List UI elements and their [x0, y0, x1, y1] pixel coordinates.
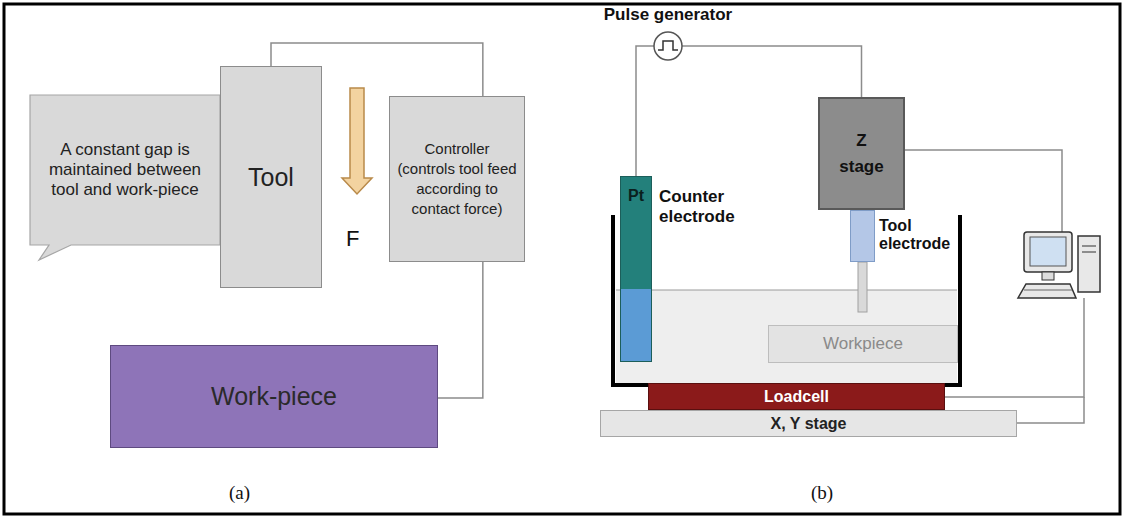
liquid-surface — [616, 290, 957, 291]
box-text: Work-piece — [211, 382, 337, 411]
box-text: Z stage — [834, 128, 890, 179]
box-text: Tool — [248, 163, 294, 192]
tool-rod — [858, 262, 867, 312]
box-text: X, Y stage — [771, 415, 847, 433]
wire — [945, 298, 1084, 397]
frame-border — [4, 4, 1120, 514]
part-label: Tool electrode — [879, 217, 959, 253]
box-text: Pulse generator — [604, 5, 733, 25]
xy-stage: X, Y stage — [600, 410, 1017, 437]
pulse-generator: Pulse generator — [588, 2, 748, 64]
tool-box: Tool — [220, 66, 322, 288]
wire — [438, 262, 483, 398]
workpiece-block: Work-piece — [110, 345, 438, 448]
workpiece-block: Workpiece — [768, 325, 958, 363]
z-stage: Z stage — [818, 97, 905, 210]
loadcell: Loadcell — [648, 383, 945, 410]
tank — [613, 215, 960, 385]
tool-electrode: Tool electrode — [850, 210, 875, 262]
panel-label: (b) — [811, 482, 833, 504]
wire — [682, 46, 862, 97]
computer-icon — [1018, 232, 1100, 298]
force-arrow — [342, 88, 372, 194]
electrolyte — [616, 290, 957, 383]
wire — [905, 150, 1062, 232]
box-text: A constant gap is maintained between too… — [40, 140, 210, 200]
box-text: Workpiece — [823, 334, 903, 354]
force-label: F — [346, 226, 359, 252]
box-text: Loadcell — [764, 388, 829, 406]
counter-electrode: PtCounter electrode — [620, 176, 652, 362]
wire — [1017, 397, 1084, 423]
part-label: Counter electrode — [659, 187, 754, 227]
panel-label: (a) — [229, 482, 250, 504]
box-text: Pt — [628, 187, 644, 205]
wire — [636, 46, 654, 176]
callout-bubble: A constant gap is maintained between too… — [30, 95, 220, 245]
box-text: Controller (controls tool feed according… — [394, 139, 520, 220]
controller-box: Controller (controls tool feed according… — [389, 96, 525, 262]
pulse-symbol — [652, 30, 684, 62]
